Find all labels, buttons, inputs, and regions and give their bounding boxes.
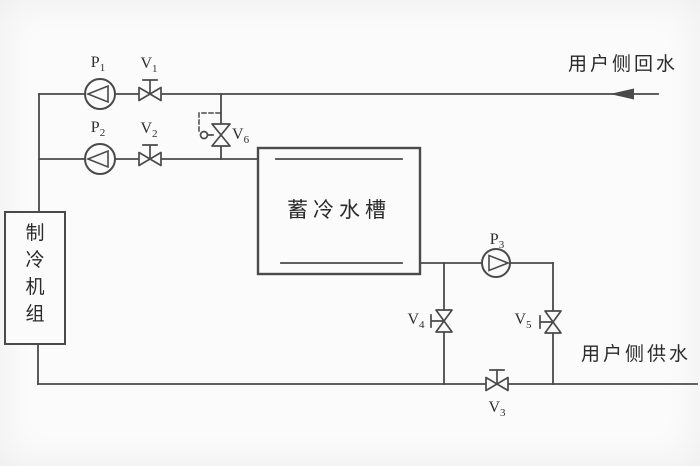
return-flow-arrow-icon [610, 88, 634, 100]
chiller-unit-label: 制 冷 机 组 [5, 220, 65, 328]
v6-signal-dashed-line [198, 112, 221, 132]
pump-p2-label: P2 [90, 119, 106, 140]
pump-p3-icon [481, 248, 511, 278]
valve-v6-label: V6 [232, 126, 250, 147]
valve-v4-label: V4 [407, 311, 425, 332]
valve-v2-icon [138, 144, 162, 167]
pump-p3-label: P3 [489, 231, 505, 252]
valve-v4-icon [430, 309, 453, 333]
chiller-char-3: 机 [25, 277, 45, 298]
chiller-char-4: 组 [25, 304, 45, 325]
chiller-unit-outline [4, 211, 66, 345]
chiller-char-2: 冷 [25, 250, 45, 271]
storage-tank-outline [256, 146, 422, 276]
supply-water-label: 用户侧供水 [580, 344, 691, 365]
valve-v3-label: V3 [488, 399, 506, 420]
pump-p1-label: P1 [90, 54, 106, 75]
valve-v1-label: V1 [140, 55, 158, 76]
storage-tank-label: 蓄冷水槽 [287, 198, 391, 222]
chiller-char-1: 制 [25, 223, 45, 244]
pump-p1-icon [84, 78, 116, 110]
valve-v5-label: V5 [514, 311, 532, 332]
valve-v6-icon [198, 112, 231, 147]
v6-actuator-icon [199, 130, 209, 140]
valve-v5-icon [539, 310, 562, 334]
valve-v2-label: V2 [140, 120, 158, 141]
tank-outer-wall [256, 146, 422, 276]
valve-v1-icon [138, 79, 162, 102]
pump-p2-icon [84, 143, 116, 175]
valve-v3-icon [485, 369, 509, 392]
return-water-label: 用户侧回水 [567, 54, 678, 75]
